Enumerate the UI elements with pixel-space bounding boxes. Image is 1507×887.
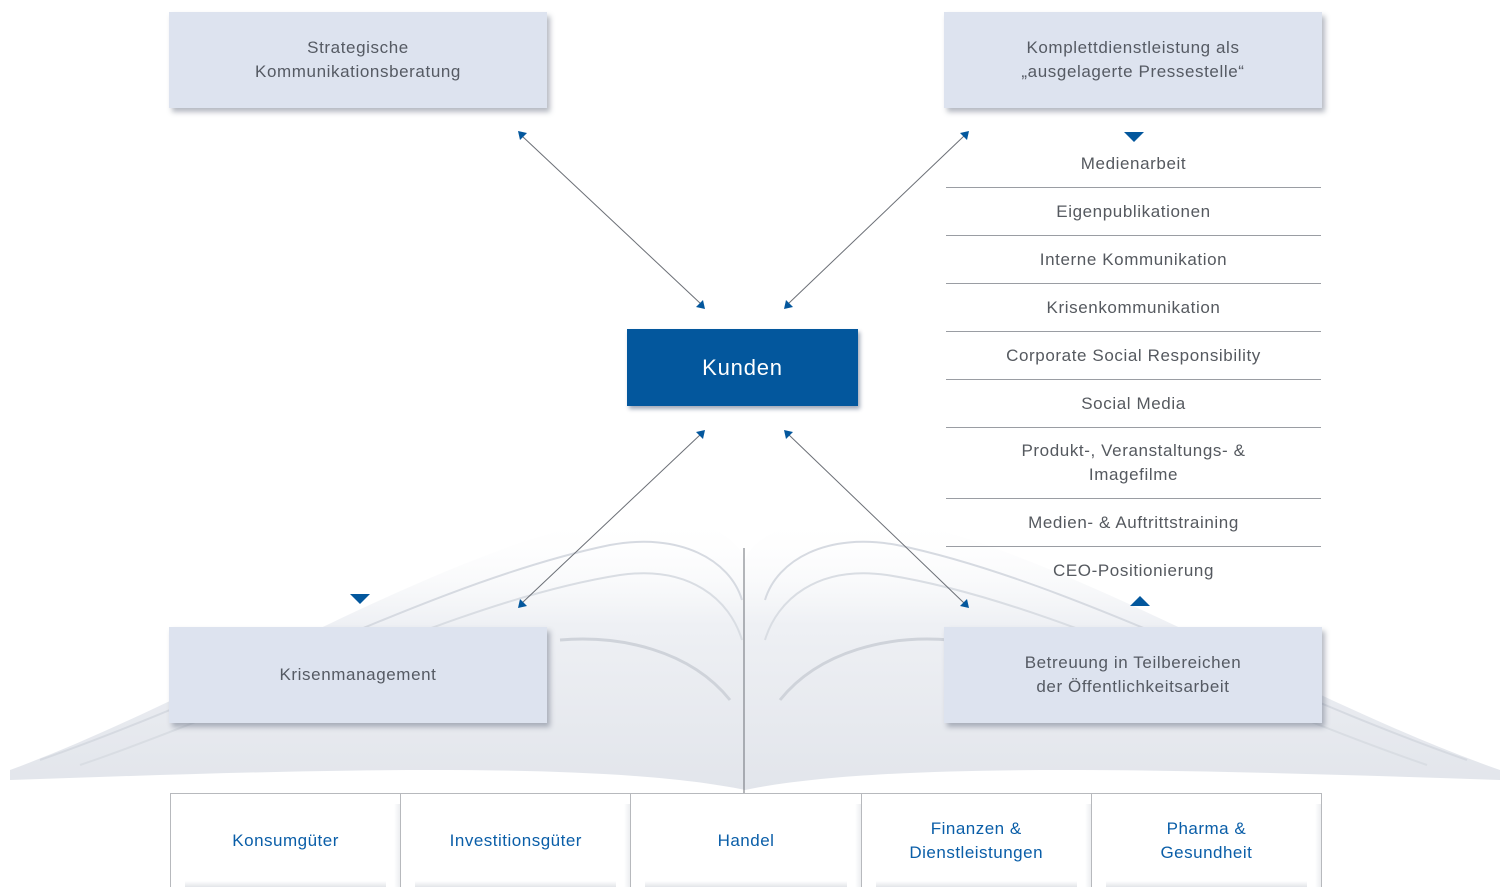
service-item: Medien- & Auftrittstraining (946, 499, 1321, 547)
triangle-down-icon (1124, 132, 1144, 142)
arrowhead-icon (518, 131, 527, 140)
service-item-label: Corporate Social Responsibility (1006, 345, 1261, 365)
industry-label: Finanzen & (930, 818, 1022, 838)
service-item-label: Produkt-, Veranstaltungs- & (1021, 441, 1246, 460)
industry-cell-finance-services: Finanzen & Dienstleistungen (862, 794, 1092, 887)
industry-label: Investitionsgüter (449, 830, 582, 850)
center-node-customers: Kunden (627, 329, 858, 406)
industry-cell-pharma-health: Pharma & Gesundheit (1092, 794, 1322, 887)
service-item: CEO-Positionierung (946, 547, 1321, 595)
arrowhead-icon (518, 599, 527, 608)
box-crisis-management: Krisenmanagement (169, 627, 547, 723)
industry-label: Gesundheit (1160, 842, 1253, 862)
service-item: Corporate Social Responsibility (946, 332, 1321, 380)
box-label-line: Komplettdienstleistung als (1026, 38, 1240, 57)
service-item: Interne Kommunikation (946, 236, 1321, 284)
box-full-service: Komplettdienstleistung als „ausgelagerte… (944, 12, 1322, 108)
box-label-line: Krisenmanagement (279, 665, 437, 684)
connector-line (521, 433, 702, 604)
arrowhead-icon (784, 300, 793, 309)
industry-label: Handel (717, 830, 775, 850)
arrowhead-icon (784, 430, 793, 439)
box-label-line: Betreuung in Teilbereichen (1024, 653, 1242, 672)
industry-cell-consumer-goods: Konsumgüter (171, 794, 402, 887)
box-label-line: Strategische (307, 38, 409, 57)
box-label-line: Kommunikationsberatung (255, 62, 461, 81)
connector-line (521, 135, 702, 305)
industry-row: Konsumgüter Investitionsgüter Handel Fin… (170, 793, 1322, 887)
service-item-label: Medienarbeit (1080, 153, 1187, 173)
service-item-label: CEO-Positionierung (1052, 561, 1215, 580)
service-item: Medienarbeit (946, 140, 1321, 188)
service-item-label: Interne Kommunikation (1039, 249, 1228, 269)
industry-cell-retail: Handel (631, 794, 862, 887)
industry-label: Konsumgüter (232, 830, 339, 850)
service-item-label: Imagefilme (1088, 465, 1179, 484)
industry-label: Pharma & (1166, 818, 1247, 838)
service-item: Produkt-, Veranstaltungs- & Imagefilme (946, 428, 1321, 499)
connector-line (787, 433, 965, 604)
arrowhead-icon (960, 131, 969, 140)
industry-label: Dienstleistungen (909, 842, 1044, 862)
service-item-label: Medien- & Auftrittstraining (1028, 512, 1239, 532)
connector-line (787, 135, 965, 305)
triangle-up-icon (1130, 596, 1150, 606)
arrowhead-icon (696, 430, 705, 439)
box-label-line: „ausgelagerte Pressestelle“ (1021, 62, 1245, 81)
box-partial-support: Betreuung in Teilbereichen der Öffentlic… (944, 627, 1322, 723)
service-list: Medienarbeit Eigenpublikationen Interne … (946, 140, 1321, 595)
service-item: Eigenpublikationen (946, 188, 1321, 236)
industry-cell-capital-goods: Investitionsgüter (401, 794, 632, 887)
service-item-label: Social Media (1081, 393, 1186, 413)
box-strategic-consulting: Strategische Kommunikationsberatung (169, 12, 547, 108)
service-item: Krisenkommunikation (946, 284, 1321, 332)
center-node-label: Kunden (702, 354, 783, 380)
arrowhead-icon (960, 599, 969, 608)
box-label-line: der Öffentlichkeitsarbeit (1036, 677, 1230, 696)
service-item-label: Eigenpublikationen (1056, 201, 1211, 221)
service-item-label: Krisenkommunikation (1046, 297, 1221, 317)
triangle-down-icon (350, 594, 370, 604)
service-item: Social Media (946, 380, 1321, 428)
arrowhead-icon (696, 300, 705, 309)
